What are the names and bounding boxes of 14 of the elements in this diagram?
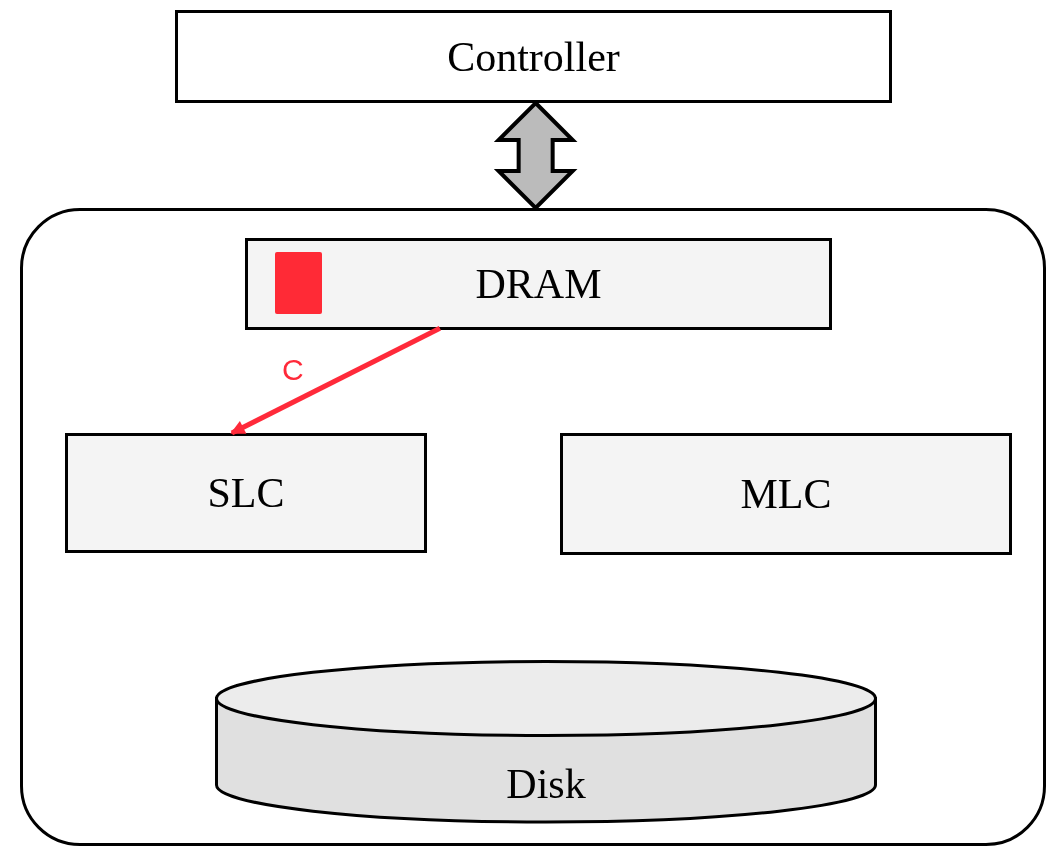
node-label: SLC <box>207 469 285 517</box>
disk-cylinder <box>215 660 877 822</box>
arrow <box>230 325 441 436</box>
node-label: DRAM <box>475 260 602 308</box>
process-box <box>560 433 1012 555</box>
node-label: Disk <box>506 760 586 808</box>
marker-square <box>275 252 322 314</box>
node-label: MLC <box>740 470 832 518</box>
process-box <box>65 433 427 553</box>
controller-box <box>175 10 892 103</box>
process-box <box>245 238 832 330</box>
node-label: Controller <box>447 32 620 81</box>
double-block-arrow <box>493 100 578 211</box>
container-panel <box>20 208 1046 846</box>
